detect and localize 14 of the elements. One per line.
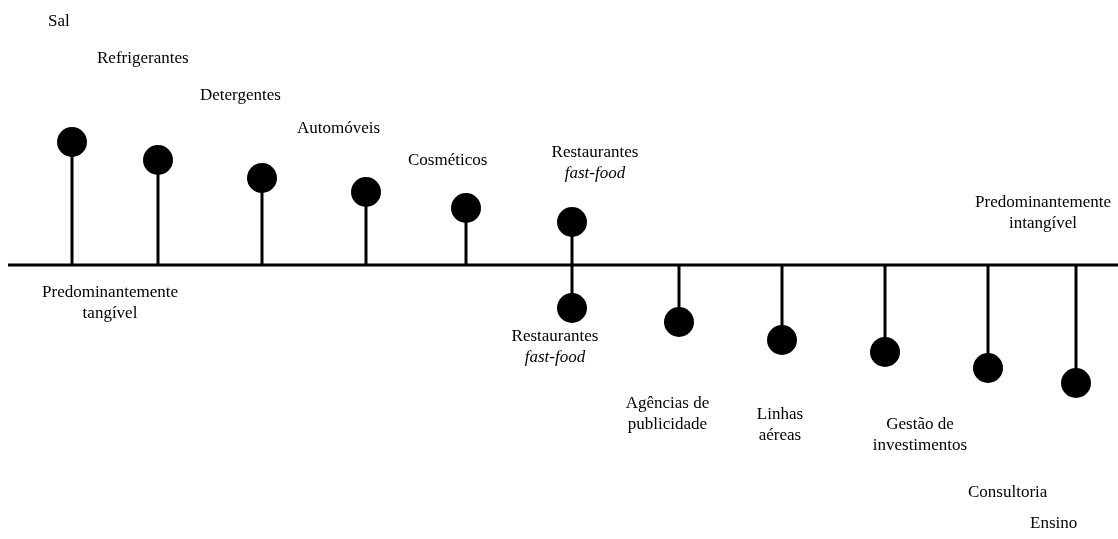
service-label: Agências de publicidade [624, 392, 711, 434]
service-label: Consultoria [968, 481, 1048, 502]
product-label: Cosméticos [408, 149, 488, 170]
product-label: Detergentes [200, 84, 281, 105]
service-label: Ensino [1030, 512, 1078, 533]
product-label: Sal [48, 10, 70, 31]
service-label: Linhas aéreas [755, 403, 805, 445]
product-label: Refrigerantes [97, 47, 189, 68]
service-label: Gestão de investimentos [871, 413, 969, 455]
service-label: Restaurantes fast-food [510, 325, 600, 367]
axis-end-label: Predominantemente tangível [41, 281, 179, 323]
product-label: Automóveis [297, 117, 381, 138]
axis-end-label: Predominantemente intangível [974, 191, 1112, 233]
product-label: Restaurantes fast-food [550, 141, 640, 183]
